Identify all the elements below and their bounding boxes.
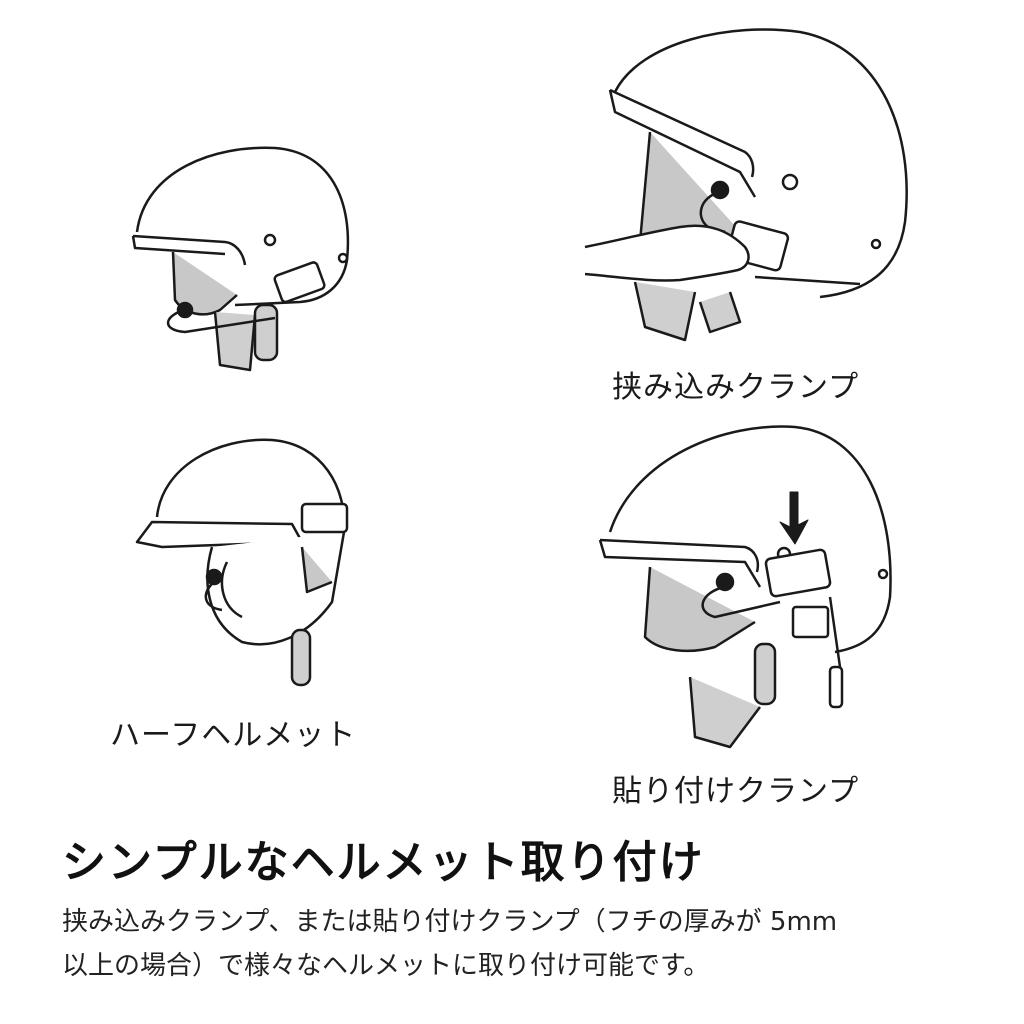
caption-clamp-adhesive: 貼り付けクランプ (612, 774, 860, 809)
caption-clamp-insert: 挟み込みクランプ (612, 370, 860, 405)
description-line-1: 挟み込みクランプ、または貼り付けクランプ（フチの厚みが 5mm (62, 907, 838, 937)
helmet-illustration-open-face (131, 146, 350, 372)
helmet-illustration-half (135, 438, 349, 687)
description-line-2: 以上の場合）で様々なヘルメットに取り付け可能です。 (62, 951, 710, 981)
arrow-down-icon (779, 491, 809, 545)
hand-illustration (584, 224, 750, 282)
caption-half-helmet: ハーフヘルメット (110, 718, 357, 753)
helmet-illustration-clamp-insert (584, 28, 908, 342)
page-title: シンプルなヘルメット取り付け (62, 837, 705, 888)
intercom-device-icon (764, 548, 832, 598)
description: 挟み込みクランプ、または貼り付けクランプ（フチの厚みが 5mm 以上の場合）で様… (62, 900, 982, 988)
helmet-illustration-clamp-adhesive (598, 425, 892, 749)
